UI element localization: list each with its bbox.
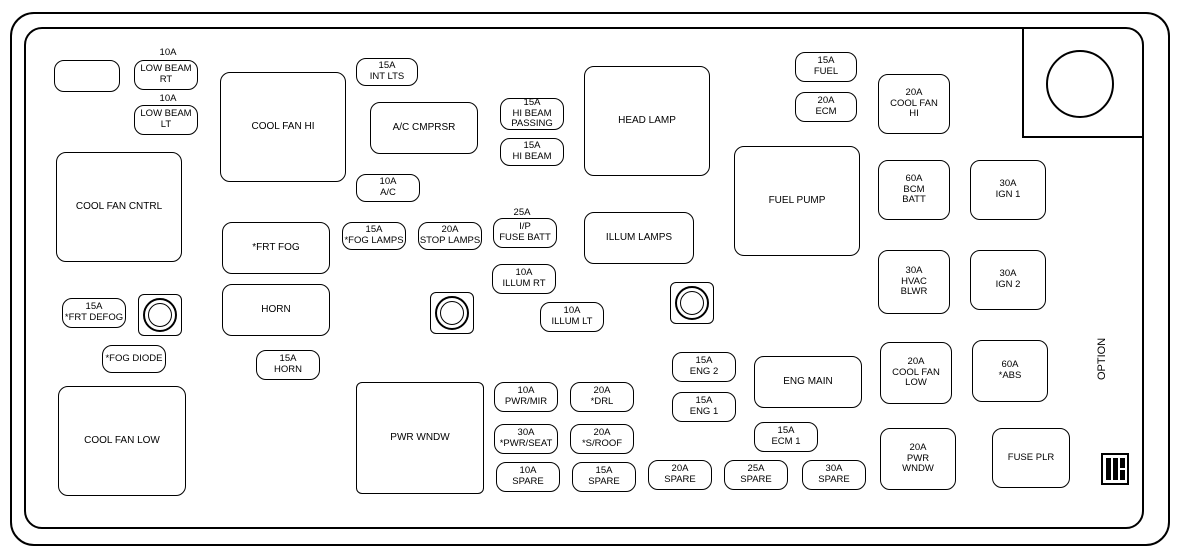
eng1-fuse: 15A ENG 1 (672, 392, 736, 422)
cool-fan-hi-relay: COOL FAN HI (220, 72, 346, 182)
stop-lamps-fuse: 20A STOP LAMPS (418, 222, 482, 250)
illum-rt-fuse: 10A ILLUM RT (492, 264, 556, 294)
ign1-fuse: 30A IGN 1 (970, 160, 1046, 220)
ip-fuse-batt-amp: 25A (513, 207, 531, 218)
corner-mount-circle (1046, 50, 1114, 118)
s-roof-fuse: 20A *S/ROOF (570, 424, 634, 454)
horn-fuse: 15A HORN (256, 350, 320, 380)
int-lts-fuse: 15A INT LTS (356, 58, 418, 86)
low-beam-lt-amp: 10A (159, 93, 177, 104)
fuse-box-outer-frame (10, 12, 1170, 546)
low-beam-lt-fuse: LOW BEAM LT (134, 105, 198, 135)
ign2-fuse: 30A IGN 2 (970, 250, 1046, 310)
illum-lt-fuse: 10A ILLUM LT (540, 302, 604, 332)
corner-compartment (1022, 28, 1142, 138)
hvac-blwr-fuse: 30A HVAC BLWR (878, 250, 950, 314)
bolt-terminal-right (670, 282, 714, 324)
low-beam-rt-amp: 10A (159, 47, 177, 58)
fuse-puller: FUSE PLR (992, 428, 1070, 488)
frt-defog-fuse: 15A *FRT DEFOG (62, 298, 126, 328)
cool-fan-hi-fuse: 20A COOL FAN HI (878, 74, 950, 134)
fog-lamps-fuse: 15A *FOG LAMPS (342, 222, 406, 250)
eng-main-relay: ENG MAIN (754, 356, 862, 408)
spare-30a-fuse: 30A SPARE (802, 460, 866, 490)
low-beam-rt-fuse: LOW BEAM RT (134, 60, 198, 90)
horn-relay: HORN (222, 284, 330, 336)
eng2-fuse: 15A ENG 2 (672, 352, 736, 382)
frt-fog-relay: *FRT FOG (222, 222, 330, 274)
cool-fan-low-fuse: 20A COOL FAN LOW (880, 342, 952, 404)
bolt-terminal-center (430, 292, 474, 334)
ecm-fuse: 20A ECM (795, 92, 857, 122)
pwr-wndw-fuse: 20A PWR WNDW (880, 428, 956, 490)
fuse-box-inner-frame (24, 27, 1144, 529)
blank-slot (54, 60, 120, 92)
fuel-pump-relay: FUEL PUMP (734, 146, 860, 256)
fog-diode: *FOG DIODE (102, 345, 166, 373)
bcm-batt-fuse: 60A BCM BATT (878, 160, 950, 220)
cool-fan-low-relay: COOL FAN LOW (58, 386, 186, 496)
cool-fan-cntrl-relay: COOL FAN CNTRL (56, 152, 182, 262)
ac-cmprsr-relay: A/C CMPRSR (370, 102, 478, 154)
pwr-mir-fuse: 10A PWR/MIR (494, 382, 558, 412)
ecm1-fuse: 15A ECM 1 (754, 422, 818, 452)
spare-20a-fuse: 20A SPARE (648, 460, 712, 490)
pwr-wndw-relay: PWR WNDW (356, 382, 484, 494)
drl-fuse: 20A *DRL (570, 382, 634, 412)
fuel-fuse: 15A FUEL (795, 52, 857, 82)
spare-15a-fuse: 15A SPARE (572, 462, 636, 492)
abs-fuse: 60A *ABS (972, 340, 1048, 402)
option-label: OPTION (1096, 337, 1108, 380)
spare-10a-fuse: 10A SPARE (496, 462, 560, 492)
hi-beam-passing-fuse: 15A HI BEAM PASSING (500, 97, 564, 130)
head-lamp-relay: HEAD LAMP (584, 66, 710, 176)
ac-fuse: 10A A/C (356, 174, 420, 202)
spare-25a-fuse: 25A SPARE (724, 460, 788, 490)
bolt-terminal-left (138, 294, 182, 336)
option-fuse-icon (1101, 453, 1129, 485)
pwr-seat-fuse: 30A *PWR/SEAT (494, 424, 558, 454)
illum-lamps-relay: ILLUM LAMPS (584, 212, 694, 264)
ip-fuse-batt-fuse: I/P FUSE BATT (493, 218, 557, 248)
hi-beam-fuse: 15A HI BEAM (500, 138, 564, 166)
